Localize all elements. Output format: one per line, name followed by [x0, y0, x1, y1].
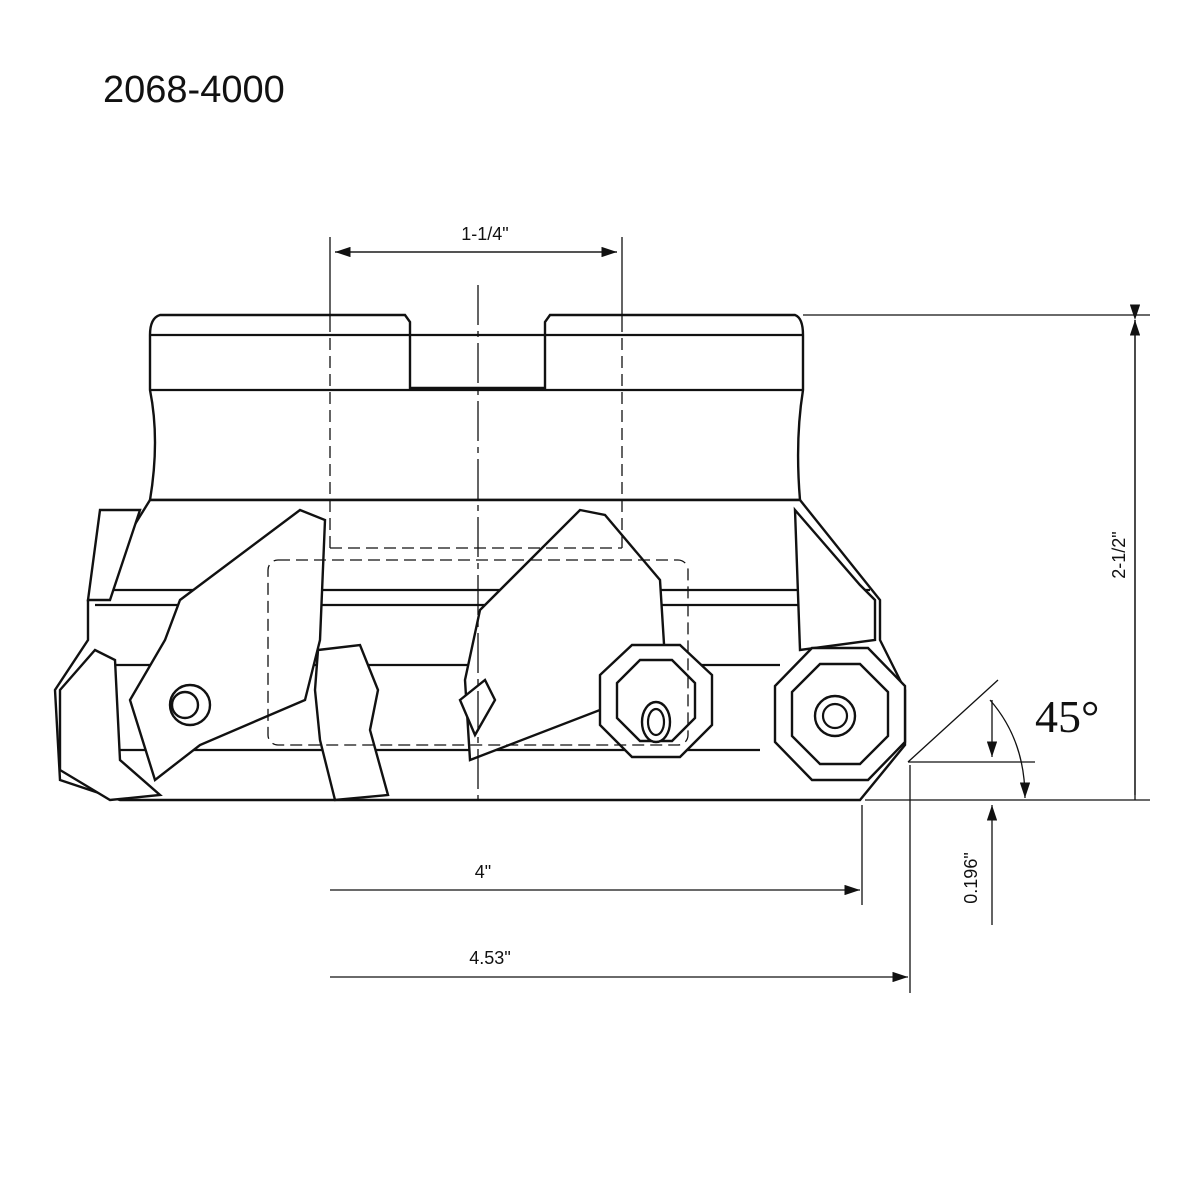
slot-width-dimension: 1-1/4"	[329, 224, 623, 548]
height-label: 2-1/2"	[1109, 531, 1129, 578]
part-number-title: 2068-4000	[103, 69, 285, 111]
slot-width-label: 1-1/4"	[461, 224, 508, 244]
depth-dimension: 0.196"	[961, 700, 998, 925]
height-dimension: 2-1/2"	[803, 304, 1150, 801]
cutting-diameter-label: 4"	[475, 862, 491, 882]
max-diameter-label: 4.53"	[469, 948, 510, 968]
angle-dimension: 45°	[907, 679, 1099, 799]
diameter-dimensions: 4" 4.53"	[330, 765, 911, 993]
depth-label: 0.196"	[961, 852, 981, 903]
angle-label: 45°	[1035, 691, 1099, 742]
cutter-body	[53, 285, 907, 805]
